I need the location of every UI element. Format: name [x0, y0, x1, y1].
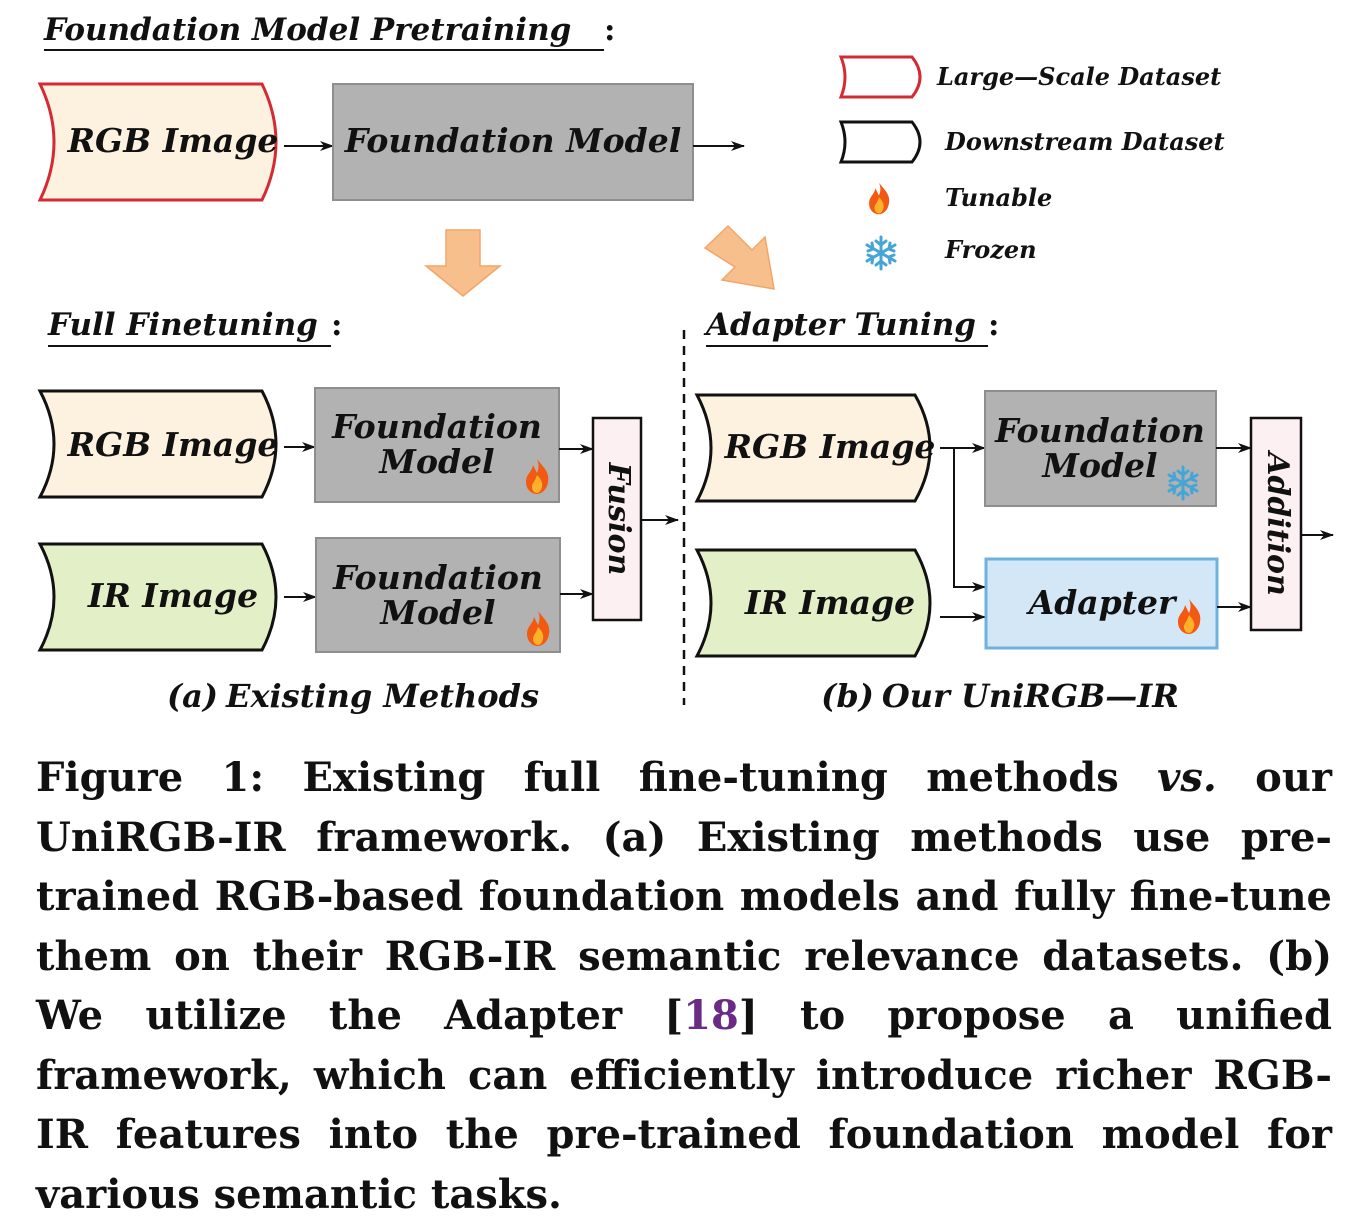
- ours-rgb-input-shape: [694, 393, 932, 503]
- orange-arrow-down-right-icon: [703, 224, 775, 290]
- existing-methods-caption-text: Existing Methods: [225, 677, 539, 715]
- ours-rgb-to-adapter-arrow: [953, 448, 986, 592]
- ours-rgb-input-label: RGB Image: [724, 427, 936, 466]
- legend-flame-icon: [869, 182, 890, 215]
- diagram-canvas: Foundation Model Pretraining : RGB Image…: [37, 12, 1334, 715]
- ours-ir-input-shape: [694, 548, 932, 658]
- heading-full-finetuning: Full Finetuning: [47, 307, 318, 343]
- ours-caption: (b) Our UniRGB—IR: [821, 677, 1179, 715]
- pretrain-foundation-model-box: [332, 83, 694, 201]
- ours-caption-prefix: (b): [821, 677, 874, 715]
- pretrain-rgb-input-shape: [37, 82, 278, 202]
- fusion-label: Fusion: [601, 462, 636, 576]
- addition-label: Addition: [1260, 449, 1295, 596]
- pretrain-foundation-model-label: Foundation Model: [344, 121, 682, 160]
- citation-link[interactable]: 18: [683, 992, 739, 1039]
- existing-rgb-input-label: RGB Image: [67, 425, 279, 464]
- existing-ir-model-line2: Model: [379, 593, 495, 632]
- heading-pretraining: Foundation Model Pretraining: [43, 12, 571, 48]
- existing-rgb-input-shape: [37, 389, 278, 499]
- existing-rgb-foundation-model-box: [314, 387, 560, 503]
- legend-downstream-label: Downstream Dataset: [944, 127, 1225, 156]
- existing-rgb-model-line2: Model: [378, 442, 494, 481]
- addition-box: [1249, 416, 1303, 632]
- ours-model-line1: Foundation: [994, 411, 1205, 450]
- legend-downstream-shape: [838, 120, 922, 164]
- existing-ir-input-shape: [37, 542, 278, 652]
- existing-methods-caption: (a) Existing Methods: [167, 677, 539, 715]
- orange-arrow-down-left-icon: [423, 229, 503, 297]
- existing-ir-input-label: IR Image: [87, 576, 258, 615]
- figure-caption: Figure 1: Existing full fine-tuning meth…: [36, 748, 1332, 1224]
- legend-large-scale-shape: [838, 55, 922, 99]
- heading-adapter-tuning-colon: :: [988, 307, 999, 343]
- existing-ir-model-line1: Foundation: [332, 558, 543, 597]
- legend-snowflake-icon: [865, 235, 897, 271]
- ours-caption-text: Our UniRGB—IR: [882, 677, 1179, 715]
- ours-ir-input-label: IR Image: [744, 583, 915, 622]
- existing-methods-caption-prefix: (a): [167, 677, 218, 715]
- heading-adapter-tuning: Adapter Tuning: [703, 307, 976, 343]
- existing-ir-foundation-model-box: [315, 537, 561, 653]
- heading-pretraining-colon: :: [604, 12, 615, 48]
- ours-adapter-box: [984, 557, 1219, 650]
- legend-tunable-label: Tunable: [945, 183, 1052, 212]
- heading-full-finetuning-colon: :: [331, 307, 342, 343]
- ours-adapter-label: Adapter: [1026, 583, 1178, 622]
- caption-vs: vs.: [1157, 754, 1217, 801]
- caption-part-1: Figure 1: Existing full fine-tuning meth…: [36, 754, 1158, 801]
- pretrain-rgb-input-label: RGB Image: [67, 121, 279, 160]
- legend-large-scale-label: Large—Scale Dataset: [936, 62, 1221, 91]
- legend-frozen-label: Frozen: [944, 235, 1037, 264]
- existing-rgb-model-line1: Foundation: [331, 407, 542, 446]
- ours-model-line2: Model: [1041, 446, 1157, 485]
- caption-part-2: our UniRGB-IR framework. (a) Existing me…: [36, 754, 1332, 1039]
